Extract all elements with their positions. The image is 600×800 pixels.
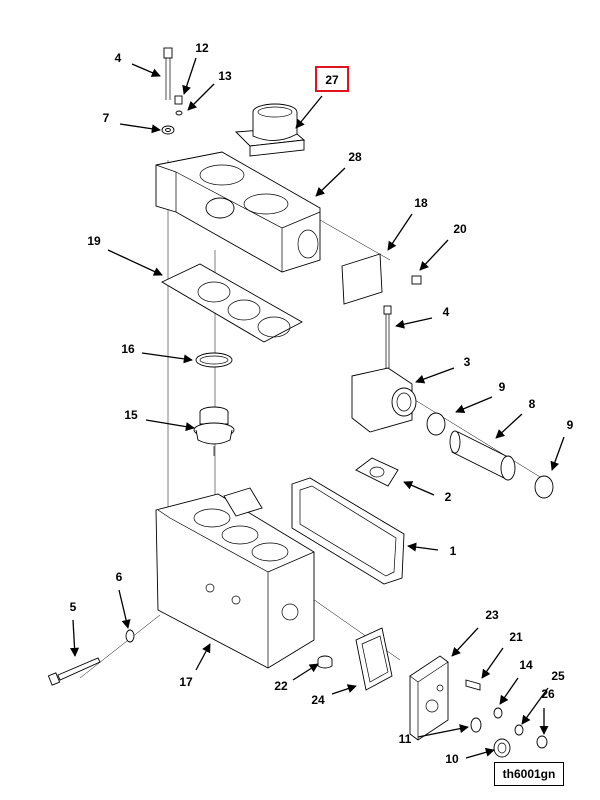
leader-line-9a xyxy=(455,396,493,414)
part-26-plug xyxy=(536,735,548,749)
part-27-outlet-flange xyxy=(234,103,306,157)
part-7-washer xyxy=(161,125,175,135)
leader-line-28 xyxy=(315,167,346,197)
callout-label-26: 26 xyxy=(541,687,555,701)
part-16-seal xyxy=(195,352,233,368)
leader-line-23 xyxy=(451,627,479,657)
callout-label-4b: 4 xyxy=(443,305,450,319)
part-17-lower-housing xyxy=(155,487,315,669)
callout-label-18: 18 xyxy=(414,196,428,210)
part-28-upper-housing xyxy=(155,151,321,273)
part-3-elbow-housing xyxy=(351,367,417,433)
part-18-cover-plate xyxy=(341,253,383,305)
callout-label-2: 2 xyxy=(445,490,452,504)
leader-line-1 xyxy=(407,542,439,552)
callout-label-14: 14 xyxy=(519,658,533,672)
part-12-screw xyxy=(174,95,183,105)
leader-line-18 xyxy=(387,213,413,251)
callout-label-21: 21 xyxy=(509,630,523,644)
callout-label-1: 1 xyxy=(450,544,457,558)
callout-label-16: 16 xyxy=(121,342,135,356)
callout-label-12: 12 xyxy=(195,41,209,55)
leader-line-4a xyxy=(131,63,161,77)
leader-line-2 xyxy=(403,481,435,496)
part-13-washer xyxy=(175,110,183,116)
part-6-washer xyxy=(125,629,135,643)
leader-line-8 xyxy=(495,413,523,439)
part-24-gasket xyxy=(355,627,393,691)
part-19-gasket xyxy=(161,263,303,343)
leader-line-14 xyxy=(499,677,519,705)
callout-label-22: 22 xyxy=(274,679,288,693)
callout-label-27: 27 xyxy=(325,73,339,87)
callout-labels: 4121372728182019416398915216523211425261… xyxy=(70,41,574,766)
part-4-bolt-lower xyxy=(383,305,392,368)
callout-label-8: 8 xyxy=(529,397,536,411)
part-15-thermostat xyxy=(193,406,235,456)
callout-label-20: 20 xyxy=(453,222,467,236)
leader-line-16 xyxy=(141,352,193,364)
callout-highlight-box-27 xyxy=(315,66,349,92)
leader-line-11 xyxy=(417,724,469,738)
part-11-oring xyxy=(470,717,482,733)
callout-label-4a: 4 xyxy=(115,51,122,65)
part-9-oring-b xyxy=(534,475,554,499)
callout-label-28: 28 xyxy=(348,150,362,164)
leader-line-9b xyxy=(550,436,565,471)
part-25-seal xyxy=(514,724,524,736)
leader-line-21 xyxy=(481,647,504,679)
leader-line-19 xyxy=(107,249,163,276)
part-9-oring-a xyxy=(426,412,446,436)
callout-label-6: 6 xyxy=(116,570,123,584)
leader-line-13 xyxy=(187,83,215,111)
part-14-fitting xyxy=(493,707,503,719)
callout-label-19: 19 xyxy=(87,234,101,248)
callout-label-3: 3 xyxy=(464,355,471,369)
callout-label-24: 24 xyxy=(311,693,325,707)
callout-leaders xyxy=(70,57,565,759)
part-4-bolt xyxy=(163,47,173,100)
part-22-plug xyxy=(317,655,333,669)
leader-line-15 xyxy=(145,419,195,432)
figure-id-label: th6001gn xyxy=(494,762,564,786)
callout-label-15: 15 xyxy=(124,408,138,422)
part-2-gasket xyxy=(355,457,399,487)
callout-label-9a: 9 xyxy=(499,380,506,394)
leader-line-3 xyxy=(415,367,455,384)
part-1-gasket xyxy=(291,477,405,585)
leader-line-25 xyxy=(521,687,549,725)
callout-label-25: 25 xyxy=(551,669,565,683)
callout-label-11: 11 xyxy=(399,732,412,746)
part-23-block xyxy=(409,655,449,741)
callout-label-10: 10 xyxy=(445,752,459,766)
callout-label-17: 17 xyxy=(179,675,193,689)
leader-line-27 xyxy=(295,95,323,129)
part-10-plug xyxy=(493,738,511,758)
callout-label-5: 5 xyxy=(70,600,77,614)
part-8-tube xyxy=(449,430,516,481)
callout-label-13: 13 xyxy=(218,69,232,83)
part-5-bolt xyxy=(47,657,101,686)
callout-label-7: 7 xyxy=(103,111,110,125)
part-21-screw xyxy=(465,679,481,691)
leader-line-17 xyxy=(195,643,211,671)
leader-line-4b xyxy=(395,317,433,329)
leader-line-20 xyxy=(419,239,449,271)
leader-line-22 xyxy=(292,663,319,681)
leader-line-12 xyxy=(182,57,197,95)
leader-line-6 xyxy=(118,589,131,629)
leader-line-10 xyxy=(465,747,495,759)
callout-label-23: 23 xyxy=(485,608,499,622)
leader-line-7 xyxy=(119,123,161,134)
leader-line-24 xyxy=(331,684,357,695)
leader-line-5 xyxy=(70,619,80,657)
callout-label-9b: 9 xyxy=(567,418,574,432)
part-20-screw xyxy=(411,275,422,285)
